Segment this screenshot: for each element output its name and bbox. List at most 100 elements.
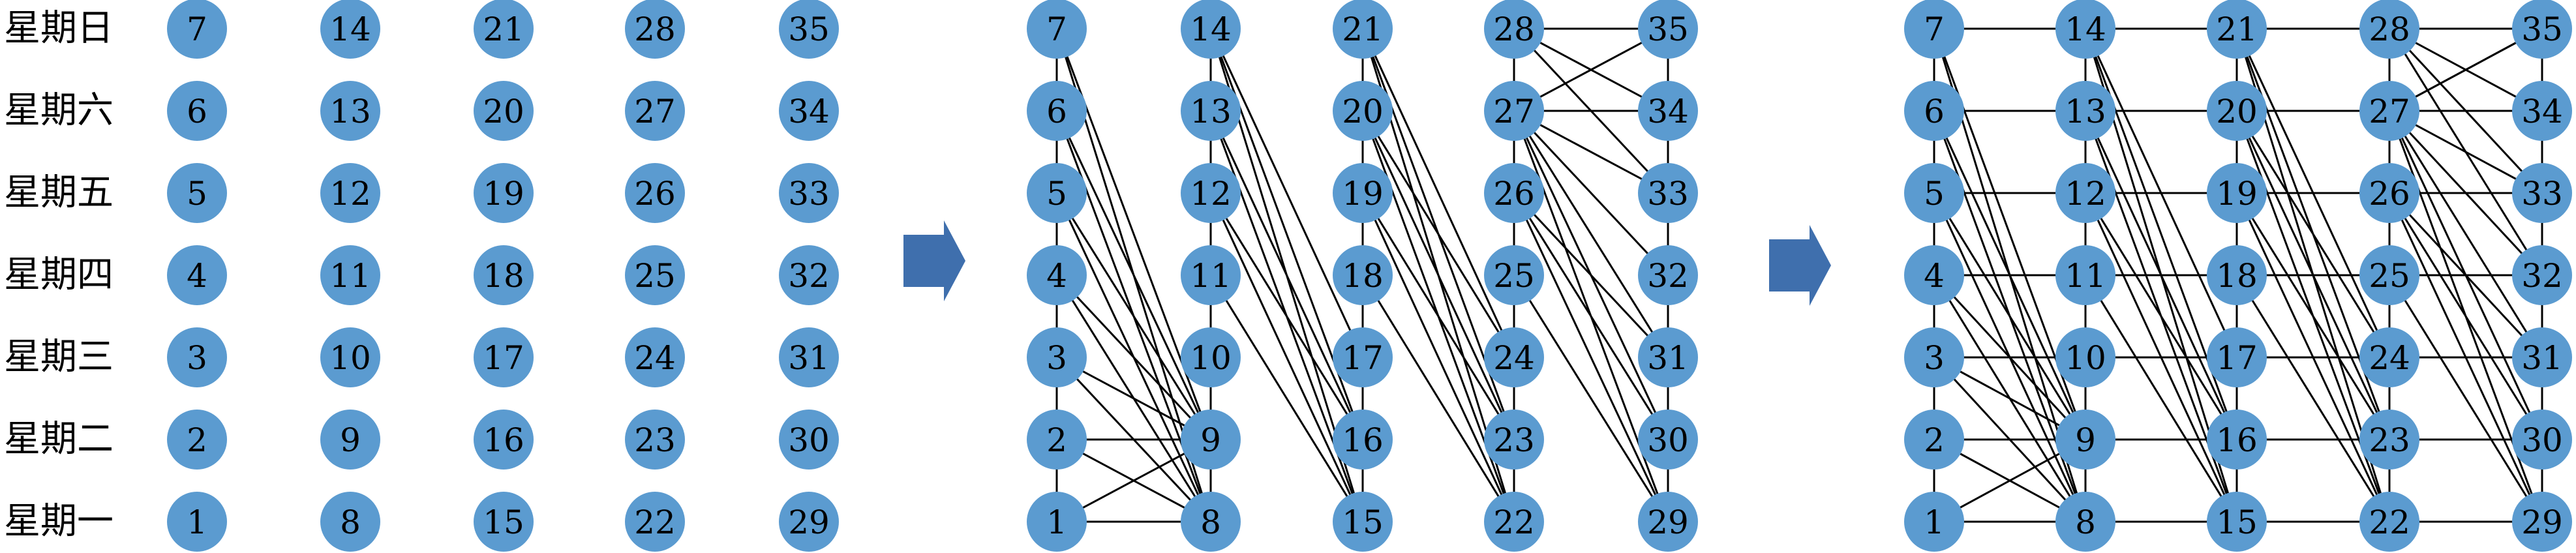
- panel2-node-8: 8: [1181, 492, 1241, 552]
- panel3-node-32: 32: [2512, 245, 2572, 305]
- weekday-labels: 星期日 星期六 星期五 星期四 星期三 星期二 星期一: [0, 0, 144, 553]
- panel2-node-1: 1: [1027, 492, 1087, 552]
- panel2-node-label-5: 5: [1046, 175, 1067, 213]
- panel3-node-label-7: 7: [1924, 10, 1945, 48]
- panel2-node-circle-21: [1333, 0, 1393, 59]
- panel1-node-circle-16: [474, 410, 534, 470]
- panel1-node-circle-21: [474, 0, 534, 59]
- panel3-node-circle-5: [1904, 163, 1964, 223]
- panel1-node-label-7: 7: [187, 10, 207, 48]
- panel2-node-28: 28: [1484, 0, 1544, 59]
- panel1-node-27: 27: [625, 81, 685, 141]
- weekday-label-wednesday: 星期三: [4, 336, 114, 378]
- panel3-edge-13-16: [2084, 110, 2238, 440]
- panel3-node-circle-24: [2359, 327, 2419, 387]
- panel1-node-11: 11: [320, 245, 380, 305]
- panel3-node-29: 29: [2512, 492, 2572, 552]
- panel2-node-label-32: 32: [1647, 257, 1689, 295]
- panel3-edge-26-29: [2388, 192, 2543, 522]
- panel3-node-2: 2: [1904, 410, 1964, 470]
- panel2-node-circle-11: [1181, 245, 1241, 305]
- panel3-edge-20-23: [2235, 110, 2391, 440]
- panel2-node-circle-34: [1638, 81, 1698, 141]
- panel3-node-label-13: 13: [2065, 93, 2106, 130]
- panel3-node-circle-32: [2512, 245, 2572, 305]
- panel1-node-circle-26: [625, 163, 685, 223]
- panel2-node-31: 31: [1638, 327, 1698, 387]
- panel1-node-label-11: 11: [329, 257, 371, 295]
- panel1-node-label-18: 18: [483, 257, 524, 295]
- panel3-node-28: 28: [2359, 0, 2419, 59]
- panel3-node-label-2: 2: [1924, 421, 1945, 459]
- panel1-node-circle-10: [320, 327, 380, 387]
- panel3-edge-4-8: [1933, 275, 2087, 522]
- panel2-node-label-17: 17: [1342, 339, 1384, 377]
- panel2-node-34: 34: [1638, 81, 1698, 141]
- panel1-node-label-23: 23: [634, 421, 676, 459]
- panel3-edge-3-8: [1933, 356, 2087, 523]
- panel3-node-label-5: 5: [1924, 175, 1945, 213]
- panel2-node-29: 29: [1638, 492, 1698, 552]
- panel1-node-circle-1: [167, 492, 227, 552]
- panel2-node-12: 12: [1181, 163, 1241, 223]
- panel1-node-circle-35: [779, 0, 839, 59]
- panel2-node-circle-23: [1484, 410, 1544, 470]
- panel2-node-circle-33: [1638, 163, 1698, 223]
- panel3-edge-26-30: [2388, 192, 2543, 440]
- panel1-node-label-20: 20: [483, 93, 524, 130]
- panel2-edge-26-29: [1513, 192, 1669, 522]
- panel1-node-label-24: 24: [634, 339, 676, 377]
- panel2-node-circle-29: [1638, 492, 1698, 552]
- panel1-node-3: 3: [167, 327, 227, 387]
- weekday-label-sunday: 星期日: [4, 7, 114, 50]
- panel2-node-11: 11: [1181, 245, 1241, 305]
- panel2-edge-18-22: [1361, 275, 1515, 522]
- panel2-edge-3-8: [1055, 356, 1212, 523]
- panel2-node-label-21: 21: [1342, 10, 1384, 48]
- panel2-node-22: 22: [1484, 492, 1544, 552]
- panel1-node-34: 34: [779, 81, 839, 141]
- panel3-node-9: 9: [2055, 410, 2115, 470]
- panel1-node-circle-6: [167, 81, 227, 141]
- panel2-node-6: 6: [1027, 81, 1087, 141]
- panel3-edge-20-24: [2235, 110, 2391, 358]
- panel2-node-label-6: 6: [1046, 93, 1067, 130]
- panel3-node-label-11: 11: [2065, 257, 2106, 295]
- weekday-label-saturday: 星期六: [4, 89, 114, 132]
- panel3-node-35: 35: [2512, 0, 2572, 59]
- panel1-node-circle-29: [779, 492, 839, 552]
- panel3-node-20: 20: [2207, 81, 2267, 141]
- panel2-node-circle-5: [1027, 163, 1087, 223]
- panel1-node-circle-14: [320, 0, 380, 59]
- panel3-node-1: 1: [1904, 492, 1964, 552]
- panel3-edge-19-23: [2235, 192, 2391, 440]
- panel3-edge-18-22: [2235, 275, 2391, 522]
- panel2-node-label-15: 15: [1342, 503, 1384, 541]
- panel3-node-circle-31: [2512, 327, 2572, 387]
- panel2-node-label-16: 16: [1342, 421, 1384, 459]
- panel1-node-circle-9: [320, 410, 380, 470]
- panel3-node-circle-25: [2359, 245, 2419, 305]
- panel1-node-22: 22: [625, 492, 685, 552]
- panel2-edge-28-33: [1513, 27, 1669, 194]
- panel1-node-2: 2: [167, 410, 227, 470]
- panel2-node-circle-16: [1333, 410, 1393, 470]
- panel3-node-circle-2: [1904, 410, 1964, 470]
- panel1-node-circle-15: [474, 492, 534, 552]
- panel1-node-14: 14: [320, 0, 380, 59]
- panel2-node-circle-1: [1027, 492, 1087, 552]
- panel2-edge-20-23: [1361, 110, 1515, 440]
- panel1-node-31: 31: [779, 327, 839, 387]
- panel3-node-circle-16: [2207, 410, 2267, 470]
- panel2-node-7: 7: [1027, 0, 1087, 59]
- panel2-node-circle-32: [1638, 245, 1698, 305]
- panel3-node-18: 18: [2207, 245, 2267, 305]
- panel2-node-label-22: 22: [1493, 503, 1535, 541]
- panel1-node-32: 32: [779, 245, 839, 305]
- panel1-node-9: 9: [320, 410, 380, 470]
- panel3-edge-25-29: [2388, 275, 2543, 522]
- panel2-edge-5-8: [1055, 192, 1212, 522]
- panel3-edge-19-22: [2235, 192, 2391, 522]
